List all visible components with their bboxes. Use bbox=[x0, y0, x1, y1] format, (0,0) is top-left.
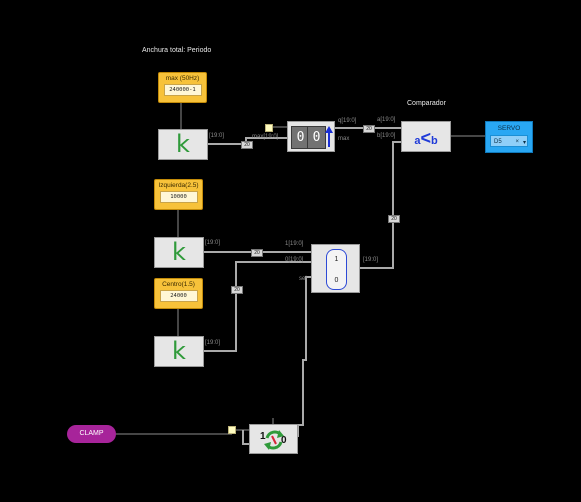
constant-block-max[interactable]: k bbox=[158, 129, 208, 160]
counter-digit-2: 0 bbox=[307, 126, 326, 149]
param-max-title: max (50Hz) bbox=[165, 75, 200, 82]
wire-toggle-sel bbox=[297, 276, 311, 437]
port-k1-out: [19:0] bbox=[209, 133, 225, 139]
param-max[interactable]: max (50Hz) 240000-1 bbox=[158, 72, 207, 103]
port-cmp-b: b[19:0] bbox=[377, 133, 396, 139]
constant-block-izquierda[interactable]: k bbox=[154, 237, 204, 268]
mux-in1-label: 1 bbox=[334, 256, 339, 263]
servo-pin-select[interactable]: D5 × ▾ bbox=[490, 135, 528, 147]
servo-title: SERVO bbox=[497, 125, 521, 132]
toggle-flipflop-block[interactable]: 1 0 bbox=[249, 424, 298, 454]
counter-clock-pin[interactable] bbox=[265, 124, 273, 132]
counter-digit-1: 0 bbox=[291, 126, 310, 149]
less-than-icon: < bbox=[420, 128, 431, 148]
bus-width-badge: 20 bbox=[251, 249, 263, 257]
wire-toggle-lower bbox=[242, 430, 249, 445]
param-izquierda-title: Izquierda(2.5) bbox=[158, 182, 199, 189]
port-mux-sel: sel bbox=[299, 276, 307, 282]
comparator-block[interactable]: a<b bbox=[401, 121, 451, 152]
param-centro-title: Centro(1.5) bbox=[162, 281, 195, 288]
mux-in0-label: 0 bbox=[334, 277, 339, 284]
bus-k3-mux bbox=[204, 261, 311, 352]
multiplexer-block[interactable]: 1 0 bbox=[311, 244, 360, 293]
bus-width-badge: 20 bbox=[363, 125, 375, 133]
counter-block[interactable]: 0 0 bbox=[287, 121, 335, 152]
param-izquierda[interactable]: Izquierda(2.5) 10000 bbox=[154, 179, 203, 210]
constant-block-centro[interactable]: k bbox=[154, 336, 204, 367]
servo-pin-value: D5 bbox=[494, 139, 502, 145]
mux-symbol: 1 0 bbox=[326, 249, 347, 290]
chevron-down-icon[interactable]: ▾ bbox=[522, 140, 526, 146]
comparator-title: Comparador bbox=[407, 100, 446, 107]
constant-k-icon: k bbox=[172, 337, 186, 365]
port-counter-max: max bbox=[338, 136, 350, 142]
servo-output[interactable]: SERVO D5 × ▾ bbox=[485, 121, 533, 153]
port-mux-in0: 0[19:0] bbox=[285, 257, 304, 263]
constant-k-icon: k bbox=[176, 130, 190, 158]
port-counter-max-in: max[19:0] bbox=[252, 134, 279, 140]
port-mux-in1: 1[19:0] bbox=[285, 241, 304, 247]
diagram-title: Anchura total: Periodo bbox=[142, 47, 212, 54]
count-up-arrow-icon bbox=[325, 126, 333, 147]
clamp-input[interactable]: CLAMP bbox=[67, 425, 116, 443]
comparator-symbol: a<b bbox=[402, 128, 450, 149]
comparator-b: b bbox=[430, 135, 438, 147]
constant-k-icon: k bbox=[172, 238, 186, 266]
param-centro[interactable]: Centro(1.5) 24000 bbox=[154, 278, 203, 309]
port-counter-q: q[19:0] bbox=[338, 118, 357, 124]
bus-width-badge: 20 bbox=[231, 286, 243, 294]
toggle-left-label: 1 bbox=[260, 431, 266, 442]
param-centro-value[interactable]: 24000 bbox=[159, 290, 198, 302]
bus-width-badge: 20 bbox=[241, 141, 253, 149]
comparator-a: a bbox=[414, 135, 421, 147]
bus-mux-cmp bbox=[360, 141, 401, 269]
param-izquierda-value[interactable]: 10000 bbox=[159, 191, 198, 203]
param-max-value[interactable]: 240000-1 bbox=[163, 84, 202, 96]
port-mux-out: [19:0] bbox=[363, 257, 379, 263]
clear-icon[interactable]: × bbox=[515, 139, 519, 145]
port-k3-out: [19:0] bbox=[205, 340, 221, 346]
toggle-clock-pin[interactable] bbox=[228, 426, 236, 434]
port-k2-out: [19:0] bbox=[205, 240, 221, 246]
bus-width-badge: 20 bbox=[388, 215, 400, 223]
port-cmp-a: a[19:0] bbox=[377, 117, 396, 123]
toggle-cycle-icon bbox=[264, 430, 284, 450]
toggle-right-label: 0 bbox=[281, 435, 287, 446]
